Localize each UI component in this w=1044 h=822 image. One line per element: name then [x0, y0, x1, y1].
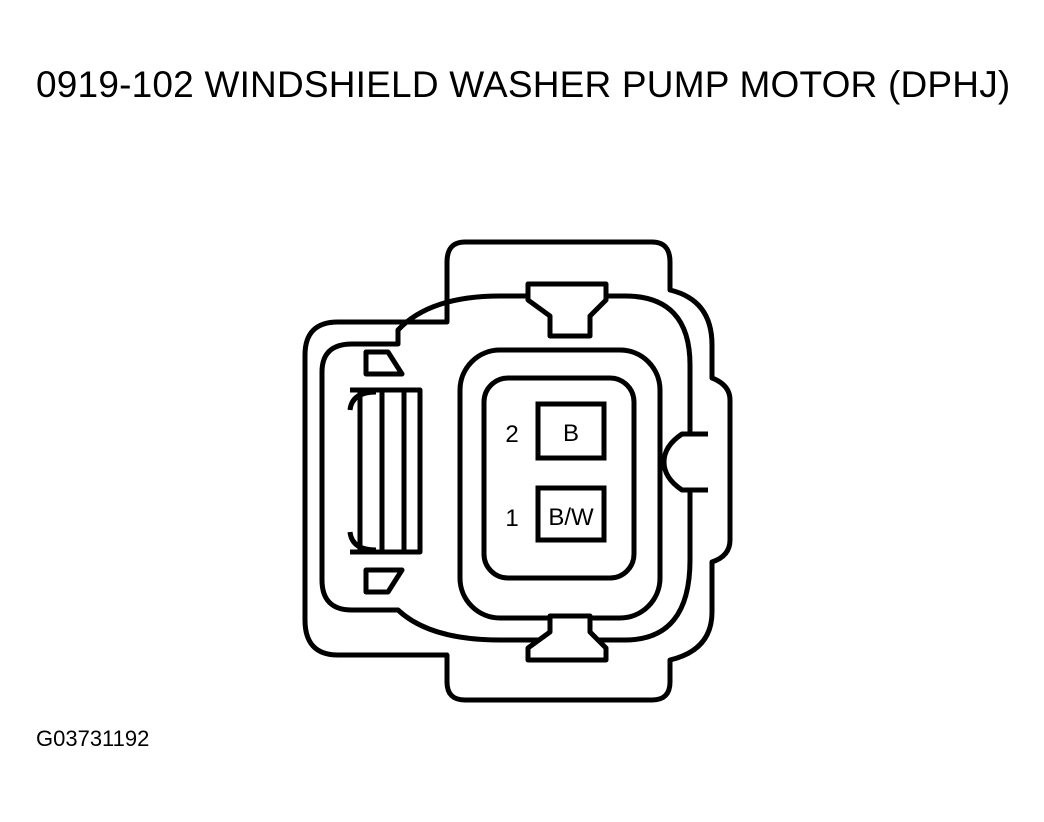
right-latch — [661, 431, 708, 493]
pin-1: 1 B/W — [505, 485, 607, 543]
connector-housing-outline — [302, 239, 733, 703]
pin-2: 2 B — [505, 401, 607, 461]
terminal-cavity-inner — [481, 375, 637, 581]
top-lock-tab — [525, 281, 609, 339]
wire-color-label: B/W — [548, 504, 594, 531]
wire-color-label: B — [563, 420, 579, 447]
pin-number: 1 — [505, 505, 518, 532]
connector-seal-ring — [319, 293, 693, 643]
bottom-lock-tab — [525, 613, 609, 663]
pin-number: 2 — [505, 421, 518, 448]
terminal-box — [535, 485, 607, 543]
terminal-box — [535, 401, 607, 461]
diagram-title: 0919-102 WINDSHIELD WASHER PUMP MOTOR (D… — [36, 64, 1011, 105]
figure-id: G03731192 — [36, 726, 150, 751]
left-lock-mechanism — [347, 349, 423, 595]
